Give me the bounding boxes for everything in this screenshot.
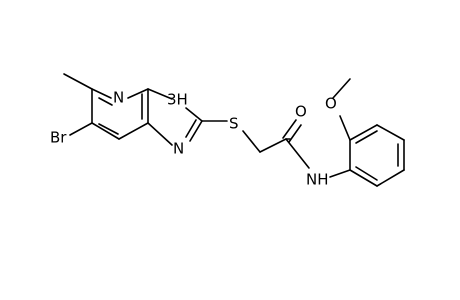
bond-ph2-o [339, 115, 351, 141]
atom-n-imidazole: N [173, 140, 184, 158]
bond-c2-n [189, 120, 203, 142]
bond-ph6-ph1 [349, 169, 378, 187]
atom-o-carbonyl: O [295, 103, 307, 121]
atom-br: Br [50, 129, 67, 147]
bond-c6-c7 [91, 122, 120, 140]
bond-n-c7a [147, 122, 173, 146]
bond-nh-aryl [329, 169, 351, 178]
bond-co-nh [285, 138, 310, 169]
atom-labels: N 3H N S O O NH Br [50, 89, 337, 189]
atom-s-thioether: S [229, 115, 239, 133]
atom-nh-amide: NH [306, 171, 329, 189]
bond-ph3-ph4 [376, 124, 405, 141]
atom-o-methoxy: O [325, 95, 337, 113]
bond-methyl [63, 73, 93, 90]
atom-n-pyridine: N [113, 89, 124, 107]
bond-c6-br [69, 122, 93, 136]
bond-ph2-ph3-inner [355, 130, 378, 144]
bond-c2-n-inner [185, 119, 197, 138]
atom-nh-imidazole: 3H [167, 91, 188, 109]
bond-ph6-ph1-inner [355, 166, 378, 181]
bond-c5-n [91, 88, 112, 99]
bond-c5-n-inner [98, 97, 113, 106]
bond-ph2-ph3 [349, 124, 378, 141]
bond-c-o-b [288, 124, 302, 143]
bond-ch2-co [259, 138, 287, 153]
bond-c6-c7-inner [98, 123, 119, 135]
bonds [63, 73, 405, 187]
bond-c7-c7a [118, 122, 149, 140]
bond-o-ch3 [332, 78, 351, 99]
bond-n-c3a [127, 88, 149, 99]
bond-nh-c2 [185, 107, 203, 122]
bond-ph5-ph6 [376, 169, 405, 187]
bond-c-o-a [282, 119, 297, 139]
bond-c3a-nh [147, 88, 173, 100]
bond-s-ch2 [242, 130, 261, 153]
